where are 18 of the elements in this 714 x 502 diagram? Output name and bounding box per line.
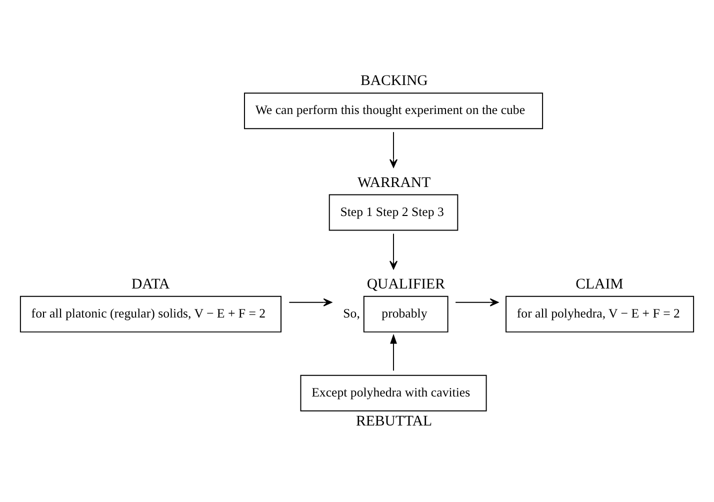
node-label: CLAIM — [576, 276, 624, 292]
arrow — [389, 131, 398, 168]
node-label: REBUTTAL — [356, 413, 432, 430]
node-label: BACKING — [360, 72, 428, 89]
arrow — [288, 298, 332, 306]
node-box: for all platonic (regular) solids, V − E + F = 2 — [20, 295, 282, 332]
node-box: Step 1 Step 2 Step 3 — [328, 194, 458, 230]
node-box: We can perform this thought experiment on the cube — [244, 92, 544, 129]
node-label: QUALIFIER — [366, 276, 445, 292]
node-label: DATA — [131, 276, 170, 292]
node-box: for all polyhedra, V − E + F = 2 — [506, 295, 694, 332]
node-label: WARRANT — [357, 174, 431, 190]
node-box: probably — [363, 295, 448, 332]
arrow — [455, 298, 499, 306]
node-box: Except polyhedra with cavities — [300, 374, 487, 411]
arrow — [389, 232, 398, 269]
node-label: So, — [343, 306, 360, 320]
arrow — [390, 333, 397, 371]
